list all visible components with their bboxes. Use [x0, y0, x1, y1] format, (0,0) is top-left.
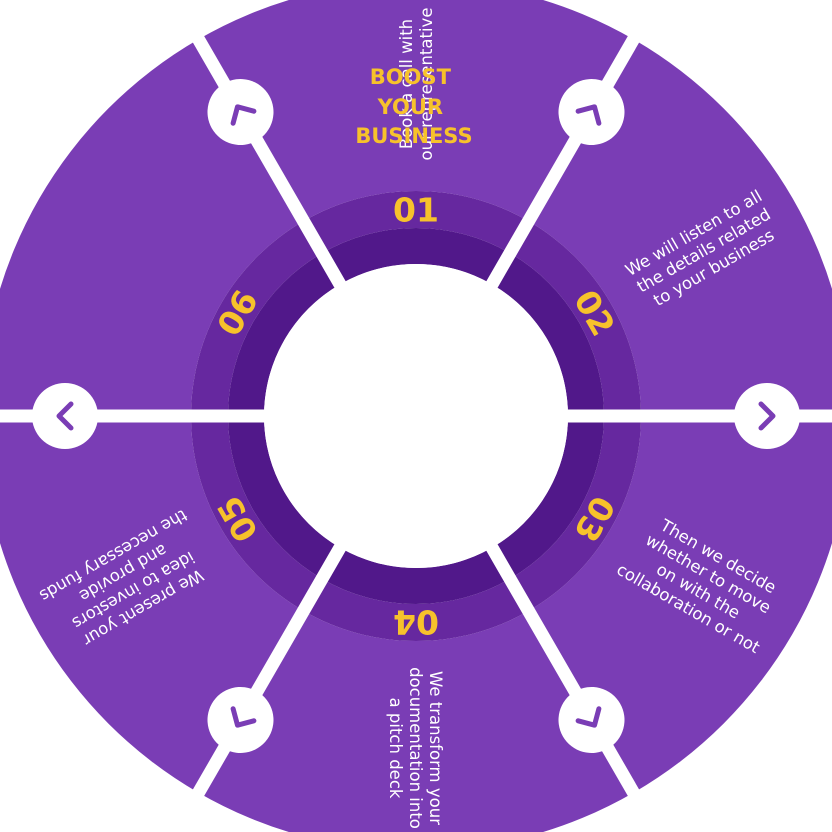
chevron-down-icon: [558, 79, 625, 146]
chevron-down-icon: [734, 383, 800, 449]
chevron-down-icon: [207, 686, 274, 753]
segment-06-outer: [198, 0, 634, 222]
segment-01-middle: [510, 221, 641, 416]
step-04-line-1: We transform your: [426, 671, 445, 825]
segment-03-outer: [198, 610, 634, 832]
step-number-04: 04: [393, 603, 439, 642]
step-text-04: We transform yourdocumentation intoa pit…: [386, 667, 445, 829]
chevron-stroke: [575, 104, 602, 126]
segment-06-inner: [322, 228, 510, 285]
chevron-stroke: [56, 401, 74, 431]
step-01-line-2: our representative: [417, 8, 436, 161]
segment-03-inner: [322, 547, 510, 604]
center-circle: [264, 264, 568, 568]
title-line-2: YOUR: [377, 95, 444, 119]
chevron-stroke: [758, 401, 776, 431]
chevron-down-icon: [32, 383, 98, 449]
chevron-down-icon: [207, 79, 274, 146]
step-number-01: 01: [393, 191, 439, 230]
chevron-stroke: [230, 706, 257, 728]
title-line-1: BOOST: [370, 65, 452, 89]
segment-04-inner: [228, 416, 340, 579]
icon-circle: [558, 686, 625, 753]
icon-circle: [207, 686, 274, 753]
segment-03-middle: [303, 578, 529, 641]
icon-circle: [558, 79, 625, 146]
divider-line: [484, 540, 645, 805]
segment-04-middle: [191, 416, 322, 611]
segment-05-inner: [228, 253, 340, 416]
segment-02-middle: [510, 416, 641, 611]
step-04-line-3: a pitch deck: [386, 698, 405, 799]
icons-layer: [32, 79, 800, 753]
dividers-layer: [0, 27, 832, 805]
icon-circle: [734, 383, 800, 449]
divider-line: [187, 540, 348, 805]
icon-circle: [207, 79, 274, 146]
divider-line: [187, 27, 348, 292]
step-04-line-2: documentation into: [406, 667, 425, 829]
divider-line: [484, 27, 645, 292]
diagram-title: BOOST YOUR BUSINESS: [355, 65, 472, 148]
title-line-3: BUSINESS: [355, 124, 472, 148]
segment-01-inner: [492, 253, 604, 416]
segment-06-middle: [303, 190, 529, 254]
step-text-01: Book a call withour representative: [397, 8, 436, 161]
icon-circle: [32, 383, 98, 449]
chevron-down-icon: [558, 686, 625, 753]
chevron-stroke: [230, 104, 257, 126]
step-01-line-1: Book a call with: [397, 19, 416, 149]
chevron-stroke: [575, 706, 602, 728]
segment-02-inner: [492, 416, 604, 579]
segment-05-middle: [191, 221, 322, 416]
